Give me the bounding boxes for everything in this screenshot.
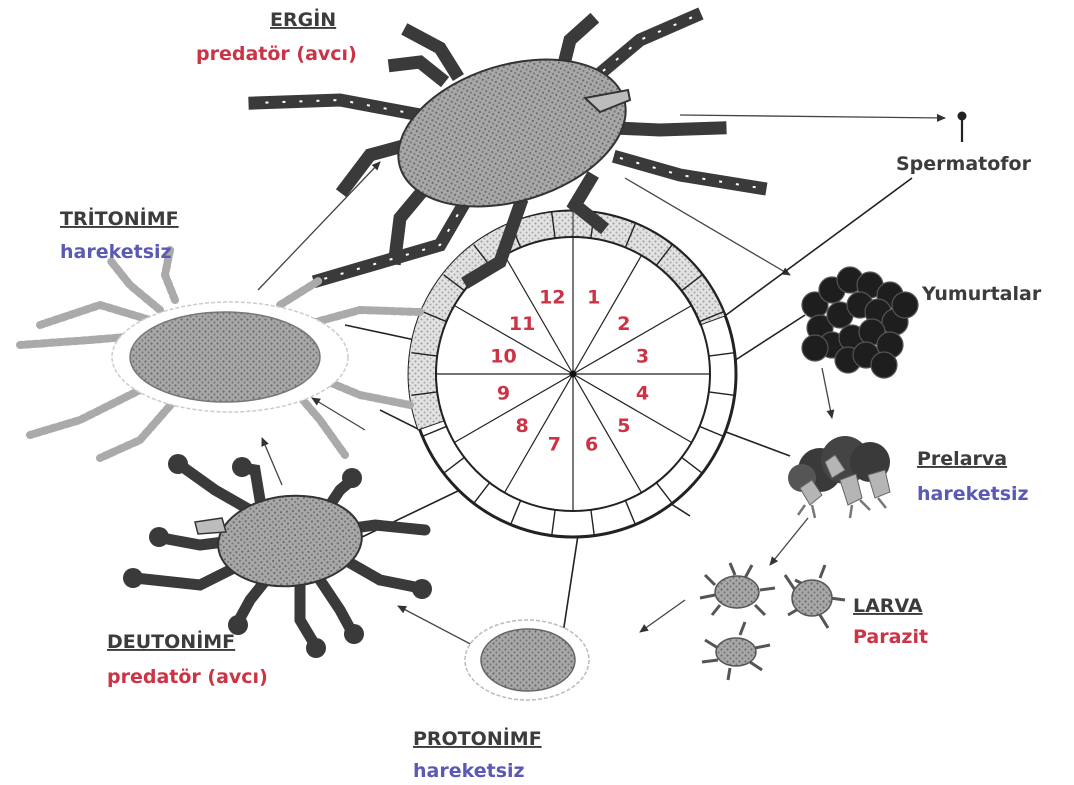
- status-tritonimf: hareketsiz: [60, 241, 172, 263]
- status-larva: Parazit: [853, 626, 928, 648]
- arrow-deutonimf-to-tritonimf: [262, 438, 282, 485]
- label-yumurtalar: Yumurtalar: [921, 283, 1042, 305]
- status-deutonimf: predatör (avcı): [107, 666, 268, 688]
- wheel-number: 10: [490, 345, 516, 367]
- protonymph-icon: [465, 620, 589, 700]
- label-ergin: ERGİN: [270, 7, 336, 31]
- wheel-number: 12: [539, 287, 565, 309]
- egg: [802, 335, 828, 361]
- month-wheel-icon: 123456789101112: [408, 211, 736, 537]
- eggs-icon: [802, 267, 918, 378]
- status-ergin: predatör (avcı): [196, 43, 357, 65]
- wheel-number: 11: [509, 313, 535, 335]
- wheel-number: 4: [636, 383, 649, 405]
- deutonymph-icon: [123, 454, 432, 658]
- status-prelarva: hareketsiz: [917, 483, 1029, 505]
- status-protonimf: hareketsiz: [413, 760, 525, 782]
- wheel-number: 7: [548, 434, 561, 456]
- wheel-number: 1: [587, 287, 600, 309]
- label-larva: LARVA: [853, 595, 923, 617]
- wheel-number: 5: [617, 415, 630, 437]
- label-tritonimf: TRİTONİMF: [60, 206, 179, 230]
- wheel-number: 3: [636, 345, 649, 367]
- arrow-prelarva-to-larva: [770, 518, 808, 565]
- arrow-eggs-to-prelarva: [822, 368, 832, 418]
- label-deutonimf: DEUTONİMF: [107, 629, 235, 653]
- prelarva-icon: [788, 436, 890, 518]
- arrow-ergin-to-spermatofor: [680, 115, 945, 118]
- label-prelarva: Prelarva: [917, 448, 1007, 470]
- arrow-protonimf-to-deutonimf: [398, 606, 478, 648]
- label-spermatofor: Spermatofor: [896, 153, 1032, 175]
- arrow-larva-to-protonimf: [640, 600, 685, 632]
- wheel-number: 8: [515, 415, 528, 437]
- egg: [871, 352, 897, 378]
- larva-icon: [700, 563, 845, 680]
- wheel-number: 2: [617, 313, 630, 335]
- spermatophore-icon: [958, 112, 967, 143]
- label-protonimf: PROTONİMF: [413, 726, 542, 750]
- egg: [892, 292, 918, 318]
- wheel-number: 6: [585, 434, 598, 456]
- wheel-number: 9: [497, 383, 510, 405]
